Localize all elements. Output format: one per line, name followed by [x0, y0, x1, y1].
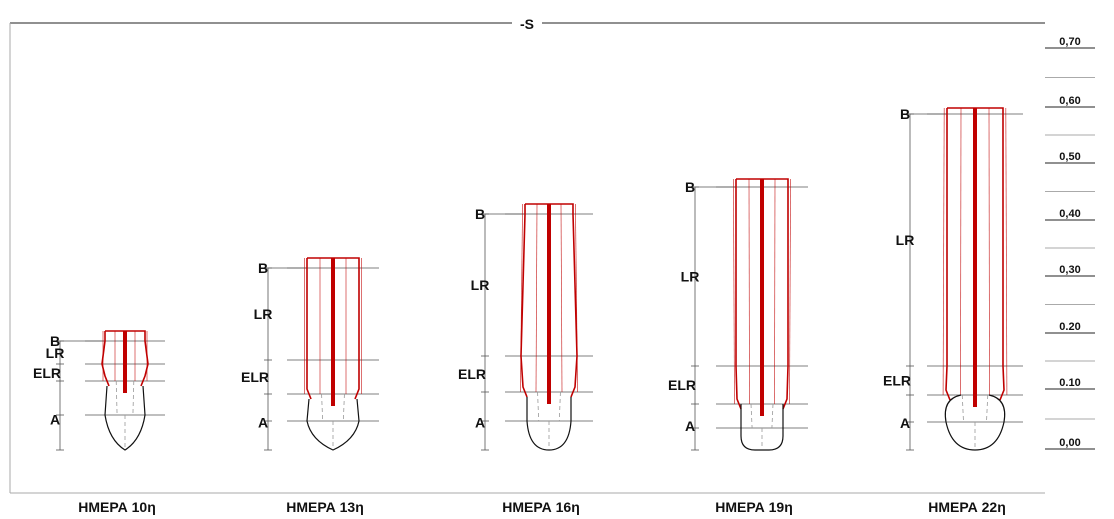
- inner-red-line: [520, 203, 523, 393]
- zone-label-elr: ELR: [33, 365, 61, 381]
- scale-tick-label: 0,70: [1059, 36, 1080, 48]
- top-label-bg: [512, 14, 542, 30]
- scale-tick-label: 0.10: [1059, 377, 1080, 389]
- zone-label-a: A: [258, 415, 268, 431]
- root-cap-outline: [944, 394, 1006, 451]
- dashed-inner-line: [132, 380, 135, 416]
- shoot-outline-right: [947, 107, 1005, 401]
- day-label: ΗΜΕΡΑ 22η: [928, 499, 1006, 515]
- day-labels: ΗΜΕΡΑ 10η ΗΜΕΡΑ 13η ΗΜΕΡΑ 16η ΗΜΕΡΑ 19η ΗΜΕΡ…: [78, 499, 1006, 515]
- inner-red-line: [942, 107, 945, 396]
- shoot-outline-right: [307, 257, 360, 400]
- shoot-outline-left: [735, 179, 742, 410]
- seedling-stage: B LR ELR A: [883, 106, 1023, 451]
- shoot-outline-right: [736, 178, 789, 410]
- zone-label-elr: ELR: [883, 373, 911, 389]
- shoot-outline-left: [101, 331, 110, 387]
- scale-tick-label: 0,50: [1059, 151, 1080, 163]
- zone-label-elr: ELR: [458, 366, 486, 382]
- scale-tick-label: 0,30: [1059, 264, 1080, 276]
- zone-label-b: B: [685, 179, 695, 195]
- zone-label-b: B: [50, 333, 60, 349]
- zone-label-lr: LR: [254, 306, 273, 322]
- dashed-inner-line: [115, 380, 118, 416]
- inner-red-line: [988, 107, 990, 396]
- shoot-outline-left: [945, 108, 951, 401]
- zone-label-b: B: [900, 106, 910, 122]
- seedling-stage: B LR ELR A: [458, 203, 593, 451]
- scale-tick-label: 0,60: [1059, 95, 1080, 107]
- shoot-outline-right: [525, 203, 578, 398]
- inner-red-line: [733, 178, 735, 405]
- inner-red-line: [774, 178, 776, 405]
- height-scale: 0,70 0,60 0,50 0,40 0,30 0.20 0.10 0,00: [1045, 36, 1095, 450]
- shoot-outline-right: [105, 330, 149, 387]
- root-cap-outline: [104, 385, 146, 451]
- inner-red-line: [789, 178, 791, 405]
- day-label: ΗΜΕΡΑ 16η: [502, 499, 580, 515]
- zone-label-elr: ELR: [668, 377, 696, 393]
- zone-label-a: A: [475, 415, 485, 431]
- day-label: ΗΜΕΡΑ 10η: [78, 499, 156, 515]
- shoot-outline-left: [306, 258, 312, 400]
- dashed-inner-line: [750, 403, 753, 429]
- zone-label-b: B: [475, 206, 485, 222]
- scale-tick-label: 0.20: [1059, 321, 1080, 333]
- dashed-inner-line: [537, 391, 540, 422]
- inner-red-line: [560, 203, 563, 393]
- seedling-stage: B LR ELR A: [668, 178, 808, 451]
- zone-label-a: A: [900, 415, 910, 431]
- inner-red-line: [960, 107, 962, 396]
- dashed-inner-line: [342, 393, 345, 422]
- zone-label-lr: LR: [681, 269, 700, 285]
- day-label: ΗΜΕΡΑ 19η: [715, 499, 793, 515]
- dashed-inner-line: [321, 393, 324, 422]
- zone-label-a: A: [50, 412, 60, 428]
- top-label: -S: [520, 16, 534, 32]
- dashed-inner-line: [558, 391, 561, 422]
- zone-label-elr: ELR: [241, 369, 269, 385]
- scale-tick-label: 0,00: [1059, 437, 1080, 449]
- root-cap-outline: [740, 404, 784, 451]
- inner-red-line: [1005, 107, 1008, 396]
- inner-red-line: [535, 203, 538, 393]
- inner-red-line: [575, 203, 578, 393]
- dashed-inner-line: [771, 403, 774, 429]
- shoot-outline-left: [520, 204, 528, 398]
- zone-label-lr: LR: [471, 277, 490, 293]
- zone-label-lr: LR: [896, 232, 915, 248]
- dashed-inner-line: [986, 394, 989, 423]
- root-cap-outline: [306, 398, 360, 451]
- zone-label-a: A: [685, 418, 695, 434]
- seedling-stage: B LR ELR A: [241, 257, 379, 451]
- zone-label-lr: LR: [46, 345, 65, 361]
- day-label: ΗΜΕΡΑ 13η: [286, 499, 364, 515]
- zone-label-b: B: [258, 260, 268, 276]
- root-cap-outline: [526, 397, 572, 451]
- scale-tick-label: 0,40: [1059, 208, 1080, 220]
- inner-red-line: [748, 178, 750, 405]
- dashed-inner-line: [961, 394, 964, 423]
- seedling-stage: BLR ELR A: [33, 330, 165, 451]
